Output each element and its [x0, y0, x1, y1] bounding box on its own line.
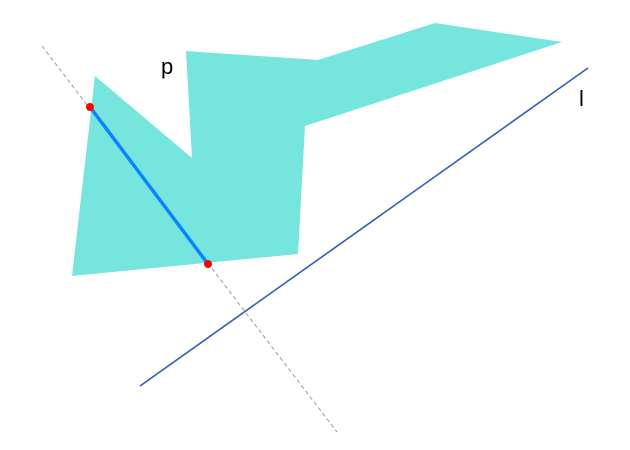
highlighted-segment — [88, 105, 210, 266]
line-label-l: l — [579, 86, 584, 111]
line-l — [139, 67, 589, 387]
segment-endpoint-bottom — [204, 260, 212, 268]
polygon-label-p: p — [161, 54, 173, 79]
segment-endpoint-top — [86, 103, 94, 111]
polygon-p — [72, 23, 562, 276]
